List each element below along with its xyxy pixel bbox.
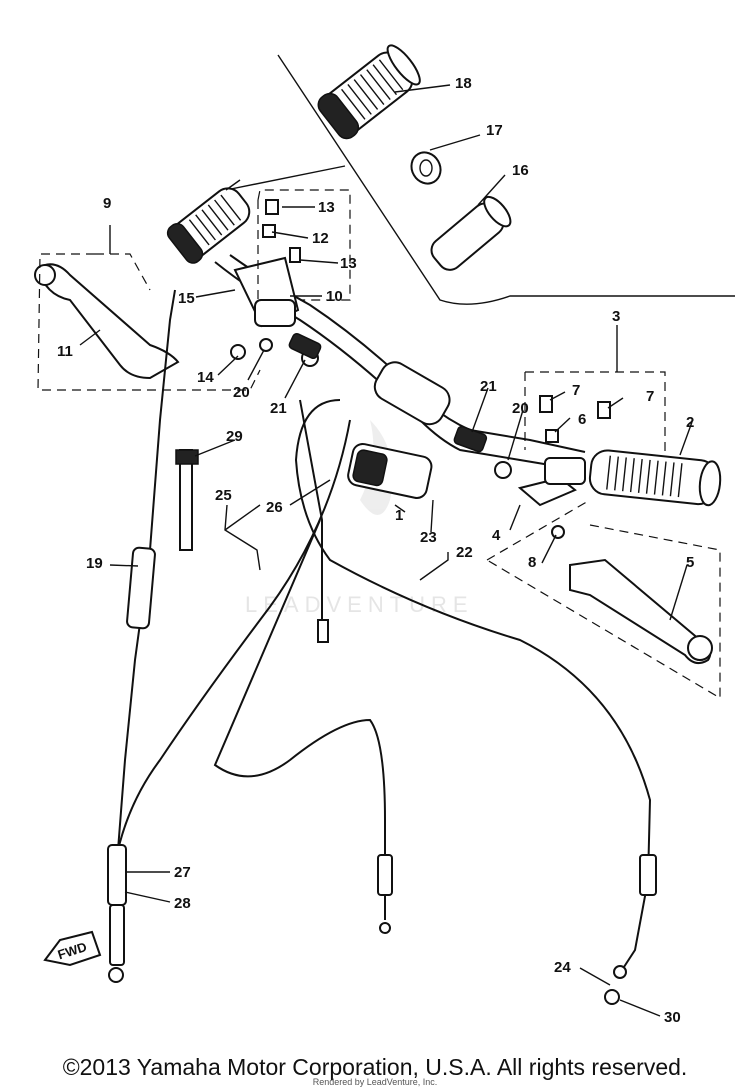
callout-21b: 21 [480, 378, 497, 395]
callout-27: 27 [174, 864, 191, 881]
callout-2: 2 [686, 414, 694, 431]
callout-10: 10 [326, 288, 343, 305]
callout-9: 9 [103, 195, 111, 212]
rendered-by-text: Rendered by LeadVenture, Inc. [312, 1077, 438, 1087]
callout-28: 28 [174, 895, 191, 912]
callout-7a: 7 [572, 382, 580, 399]
copyright-text: ©2013 Yamaha Motor Corporation, U.S.A. A… [62, 1054, 688, 1080]
callout-13b: 13 [340, 255, 357, 272]
washer-part [410, 151, 442, 185]
callout-16: 16 [512, 162, 529, 179]
hardware [230, 199, 611, 539]
callout-17: 17 [486, 122, 503, 139]
callout-25: 25 [215, 487, 232, 504]
grip-upper-part [317, 44, 421, 140]
callout-30: 30 [664, 1009, 681, 1026]
throttle-sleeve-part [430, 195, 512, 271]
callout-21a: 21 [270, 400, 287, 417]
cable-ends [107, 619, 657, 1005]
callout-14: 14 [197, 369, 214, 386]
callout-4: 4 [492, 527, 501, 544]
clutch-perch [233, 256, 300, 328]
callout-7b: 7 [646, 388, 654, 405]
callout-3: 3 [612, 308, 620, 325]
callout-26: 26 [266, 499, 283, 516]
left-grip-part [166, 187, 251, 264]
callout-8: 8 [528, 554, 536, 571]
callout-19: 19 [86, 555, 103, 572]
clutch-lever [36, 263, 180, 380]
cable-band-part [179, 449, 193, 551]
callout-23: 23 [420, 529, 437, 546]
group-boxes [37, 189, 721, 700]
callout-13a: 13 [318, 199, 335, 216]
callout-29: 29 [226, 428, 243, 445]
callout-22: 22 [456, 544, 473, 561]
detail-boundary [277, 54, 735, 305]
callout-1: 1 [395, 507, 403, 524]
fwd-arrow-icon: FWD [43, 930, 102, 967]
callout-labels: 18 17 16 9 13 12 13 10 15 3 11 14 20 21 … [57, 75, 694, 1026]
callout-11: 11 [57, 343, 73, 360]
watermark-text: LEADVENTURE [245, 592, 474, 617]
callout-5: 5 [686, 554, 694, 571]
leader-lines [79, 84, 693, 1017]
callout-15: 15 [178, 290, 195, 307]
callout-20a: 20 [233, 384, 250, 401]
right-grip-part [588, 449, 722, 507]
callout-20b: 20 [512, 400, 529, 417]
detail-boundary-2 [225, 165, 346, 191]
callout-18: 18 [455, 75, 472, 92]
callout-12: 12 [312, 230, 329, 247]
callout-24: 24 [554, 959, 571, 976]
callout-6: 6 [578, 411, 586, 428]
